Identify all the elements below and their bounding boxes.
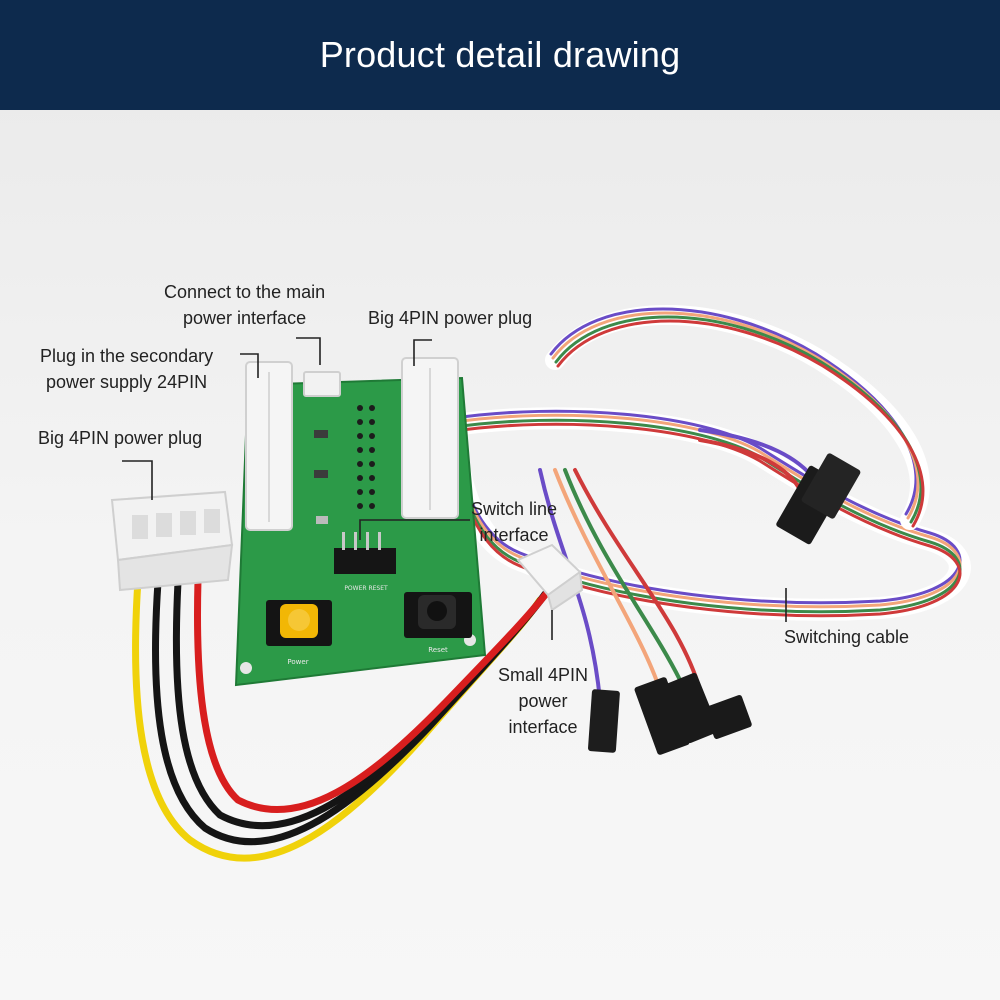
callout-switching-cable: Switching cable [784,624,909,650]
callout-big-4pin-top: Big 4PIN power plug [368,305,532,331]
power-wire-bundle [132,576,559,862]
callout-line: Connect to the main [164,282,326,302]
callout-line: power interface [183,308,307,328]
callout-line: Switching cable [784,627,910,647]
page-title: Product detail drawing [319,34,681,75]
main-24pin-connector [401,357,459,519]
secondary-24pin-connector [245,361,293,531]
page-header: Product detail drawing [0,0,1000,110]
callout-line: power supply 24PIN [46,372,208,392]
main-power-interface-connector [303,371,341,397]
callout-connect-main-power: Connect to the main power interface [164,279,325,331]
big-4pin-connector-left [110,490,234,592]
callout-line: Plug in the secondary [40,346,214,366]
reset-button: Reset [404,592,472,654]
small-4pin-connector [516,543,584,612]
header-pins-label: POWER RESET [344,585,388,592]
callout-line: interface [479,525,549,545]
product-photo: POWER RESET Power Reset [110,305,971,862]
callout-small-4pin: Small 4PIN power interface [498,662,588,740]
callout-line: power [518,691,568,711]
callout-line: Big 4PIN power plug [38,428,203,448]
callout-line: Small 4PIN [498,665,589,685]
power-button-label: Power [287,658,308,666]
switch-dupont-connectors [588,453,861,755]
callout-leader-lines [122,337,787,640]
power-button: Power [266,600,332,666]
switch-header-pins: POWER RESET [334,532,396,592]
callout-line: interface [508,717,578,737]
callout-line: Big 4PIN power plug [368,308,533,328]
callout-switch-line-interface: Switch line interface [471,496,557,548]
reset-button-label: Reset [428,646,448,654]
callout-line: Switch line [471,499,558,519]
callout-secondary-24pin: Plug in the secondary power supply 24PIN [40,343,213,395]
callout-big-4pin-left: Big 4PIN power plug [38,425,202,451]
